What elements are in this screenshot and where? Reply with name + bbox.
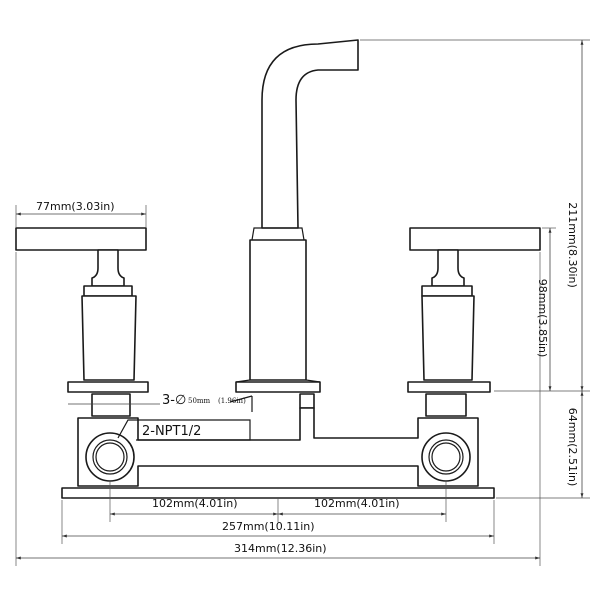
holes-in: (1.96in) xyxy=(218,397,246,405)
handle-width-label: 77mm(3.03in) xyxy=(36,200,115,213)
spout-tube xyxy=(261,39,359,229)
left-lever xyxy=(15,227,147,251)
spout-base xyxy=(235,381,321,393)
spout-body xyxy=(249,239,307,381)
holes-mm: 50mm xyxy=(188,397,211,405)
valve-height-label: 64mm(2.51in) xyxy=(566,408,579,487)
npt-leader xyxy=(117,419,251,441)
total-height-label: 211mm(8.30in) xyxy=(566,202,579,288)
valve-assembly xyxy=(61,393,495,499)
spacing-left-label: 102mm(4.01in) xyxy=(152,497,238,510)
right-body xyxy=(421,295,475,381)
spacing-right-label: 102mm(4.01in) xyxy=(314,497,400,510)
right-flange xyxy=(407,381,491,393)
left-flange xyxy=(67,381,149,393)
handle-height-label: 98mm(3.85in) xyxy=(536,279,549,358)
right-handle xyxy=(407,227,541,393)
spout xyxy=(235,39,359,393)
left-stem xyxy=(91,249,125,287)
npt-label: 2-NPT1/2 xyxy=(142,424,201,439)
diameter-symbol: ∅ xyxy=(175,393,186,408)
base-plate xyxy=(61,487,495,499)
holes-prefix: 3- xyxy=(162,393,175,408)
right-stem xyxy=(431,249,465,287)
overall-width-label: 314mm(12.36in) xyxy=(234,542,327,555)
mount-width-label: 257mm(10.11in) xyxy=(222,520,315,533)
left-body xyxy=(81,295,137,381)
left-handle xyxy=(15,227,149,393)
right-lever xyxy=(409,227,541,251)
